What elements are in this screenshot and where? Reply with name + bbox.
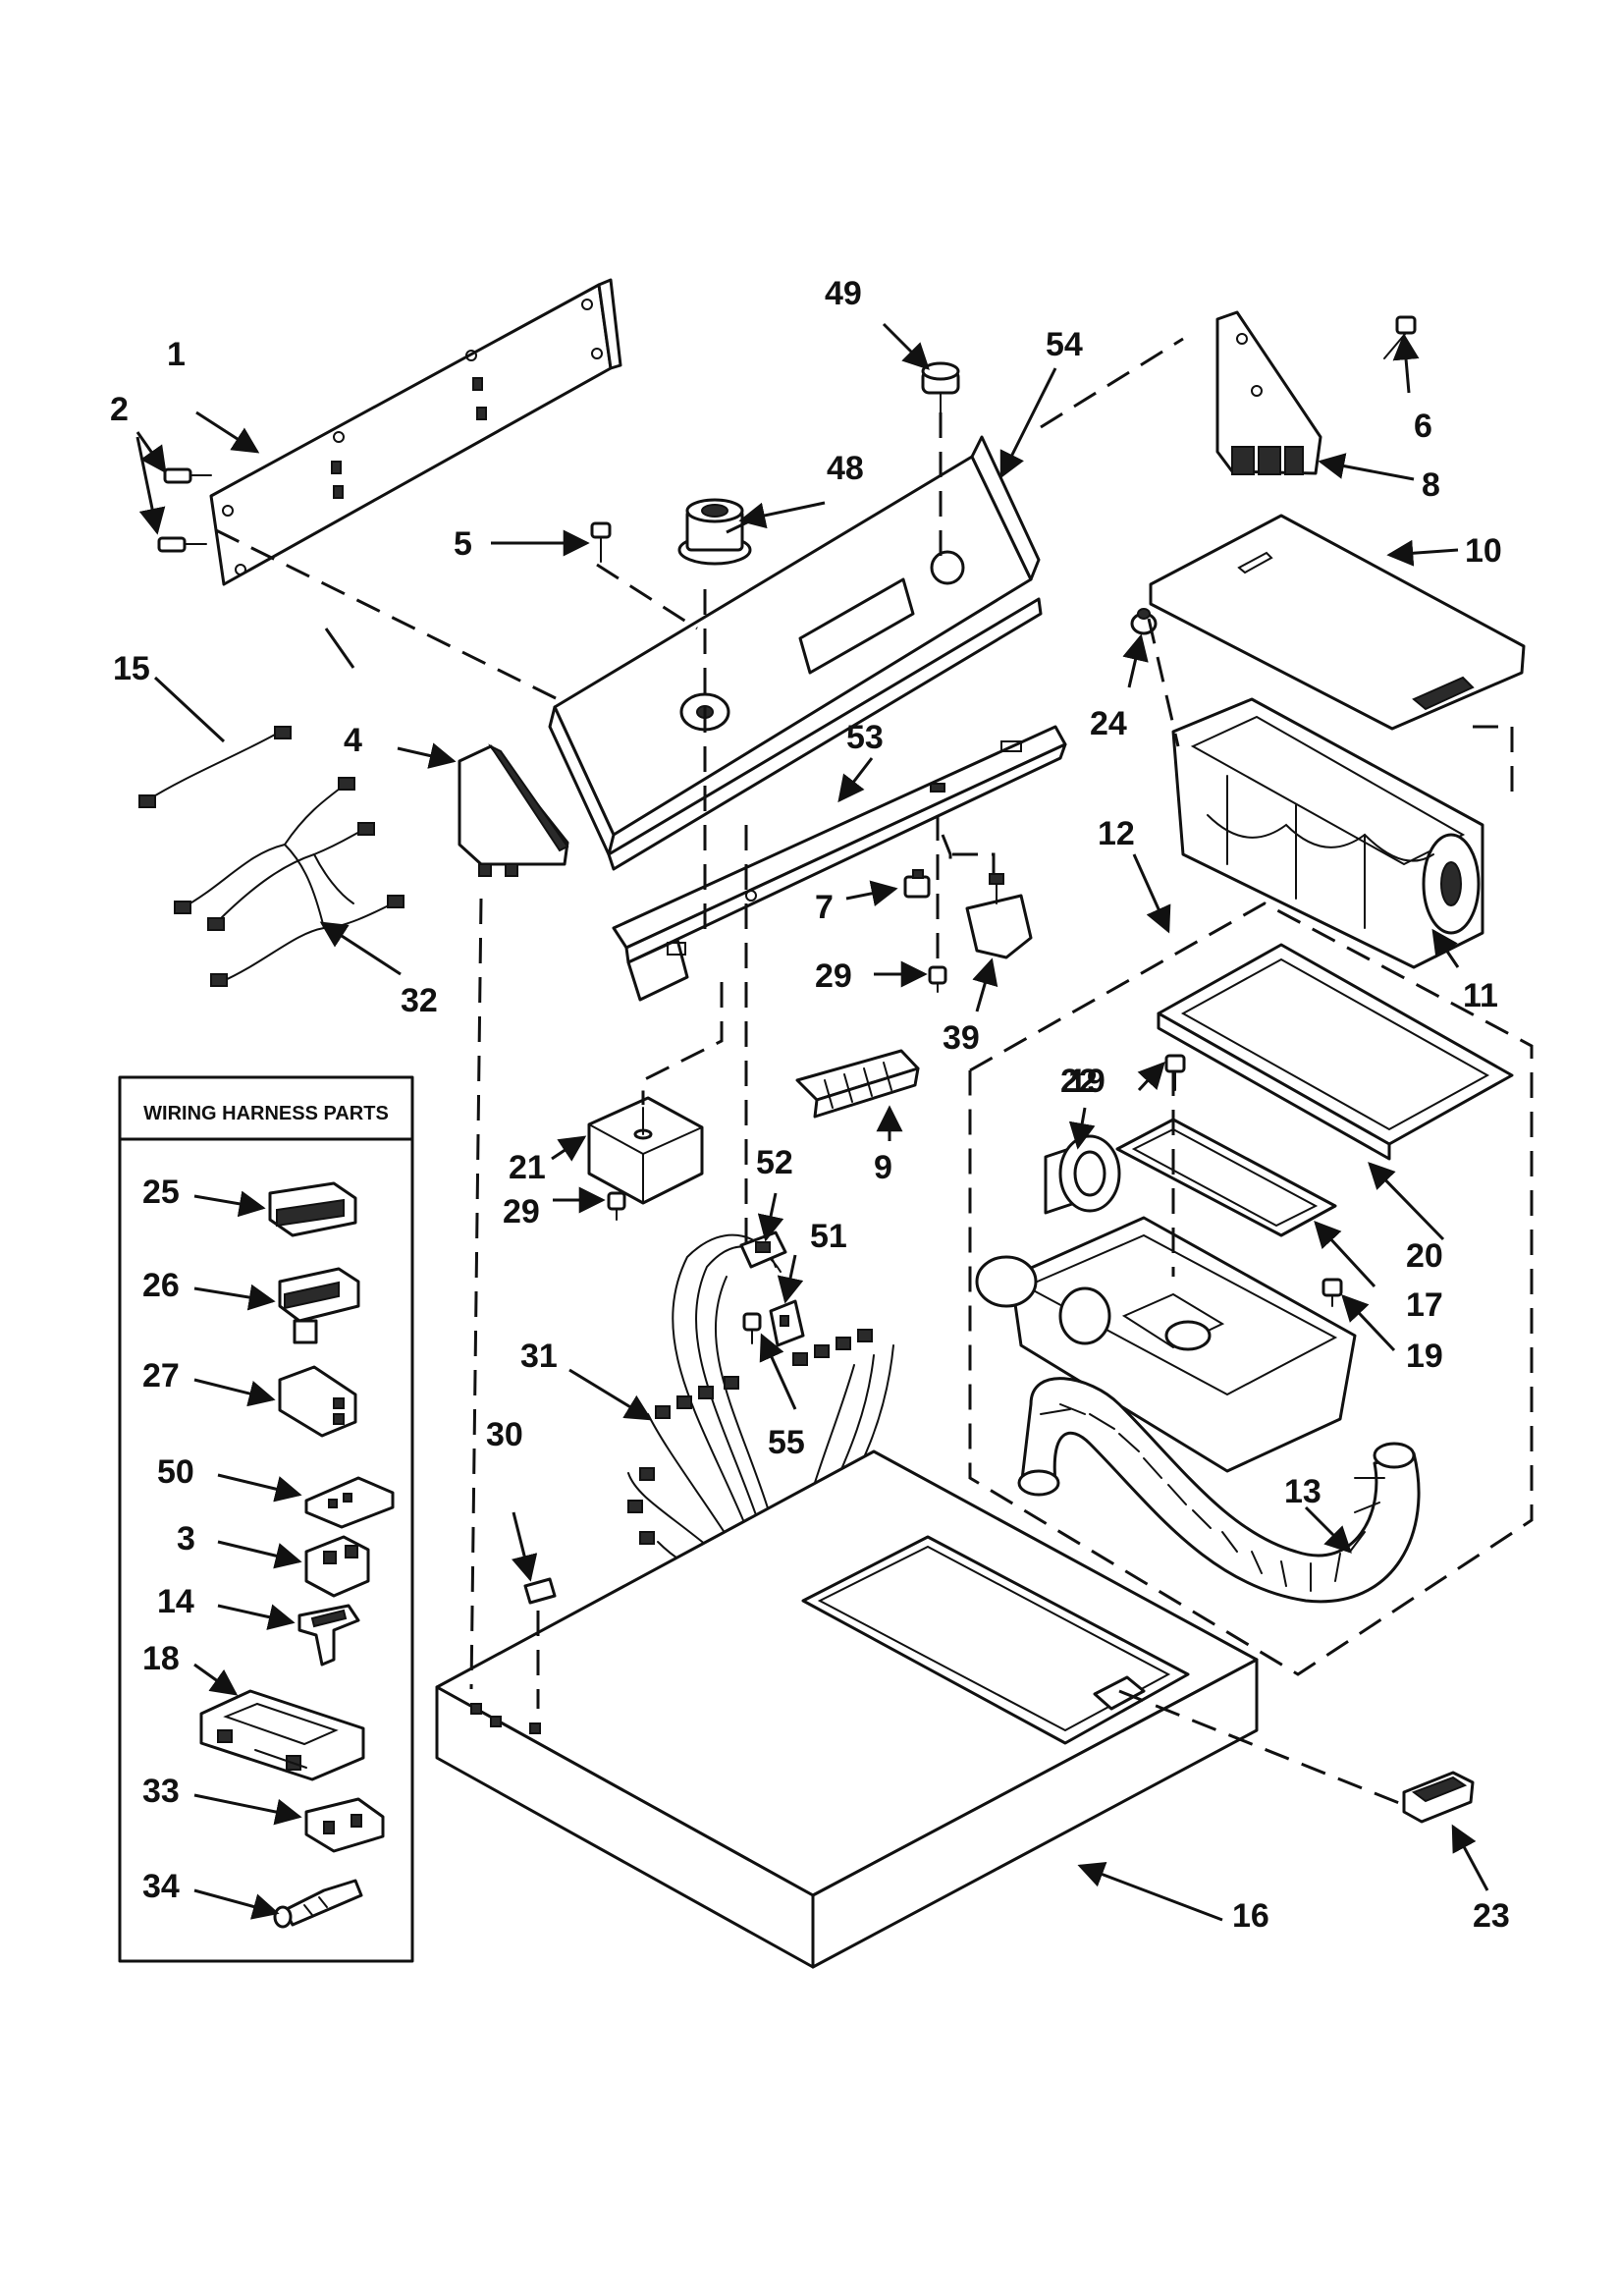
part-25-connector bbox=[268, 1181, 357, 1237]
callout-23: 23 bbox=[1473, 1897, 1510, 1935]
part-2-screws bbox=[157, 467, 212, 553]
callout-11: 11 bbox=[1463, 977, 1498, 1014]
part-5-screw bbox=[590, 521, 612, 563]
callout-16: 16 bbox=[1232, 1897, 1269, 1935]
part-8-end-cap bbox=[1215, 310, 1322, 475]
part-27-connector bbox=[278, 1365, 357, 1438]
callout-29-lower: 29 bbox=[503, 1193, 540, 1230]
callout-19-upper: 19 bbox=[1068, 1063, 1106, 1100]
callout-15: 15 bbox=[113, 650, 150, 687]
part-7-switch bbox=[903, 869, 931, 899]
part-10-filter-cover bbox=[1149, 514, 1526, 731]
callout-32: 32 bbox=[401, 982, 438, 1019]
part-4-end-cap bbox=[458, 743, 569, 877]
part-48-knob bbox=[677, 498, 752, 566]
callout-26: 26 bbox=[142, 1267, 180, 1304]
wiring-harness-parts-box: WIRING HARNESS PARTS bbox=[118, 1075, 414, 1963]
callout-14: 14 bbox=[157, 1583, 194, 1620]
callout-22-visible: 22 bbox=[1060, 1063, 1098, 1100]
callout-34: 34 bbox=[142, 1868, 180, 1905]
part-20-frame bbox=[1157, 943, 1514, 1161]
callout-leaders bbox=[135, 322, 1489, 1922]
callout-25: 25 bbox=[142, 1174, 180, 1211]
callout-48: 48 bbox=[827, 450, 864, 487]
part-30-clip bbox=[523, 1577, 557, 1605]
part-13-hose bbox=[1017, 1377, 1421, 1604]
part-3-connector bbox=[304, 1535, 370, 1598]
callout-20: 20 bbox=[1406, 1237, 1443, 1275]
part-15-wire bbox=[138, 726, 292, 808]
callout-54: 54 bbox=[1046, 326, 1083, 363]
callout-49: 49 bbox=[825, 275, 862, 312]
part-39-relay bbox=[965, 873, 1033, 959]
callout-50: 50 bbox=[157, 1453, 194, 1491]
part-11-filter-housing bbox=[1171, 697, 1484, 969]
part-9-terminal-block bbox=[795, 1049, 920, 1119]
callout-6: 6 bbox=[1414, 408, 1432, 445]
part-33-connector bbox=[304, 1797, 385, 1853]
part-55-screw bbox=[742, 1312, 762, 1344]
callout-21: 21 bbox=[509, 1149, 546, 1186]
callout-27: 27 bbox=[142, 1357, 180, 1394]
part-6-screw bbox=[1383, 315, 1417, 359]
part-16-top-panel bbox=[435, 1449, 1259, 1969]
callout-1: 1 bbox=[167, 336, 186, 373]
callout-4: 4 bbox=[344, 722, 362, 759]
part-22-seal bbox=[1044, 1134, 1121, 1215]
callout-9: 9 bbox=[874, 1149, 892, 1186]
callout-12: 12 bbox=[1098, 815, 1135, 852]
callout-10: 10 bbox=[1465, 532, 1502, 570]
callout-labels: 1 2 5 48 49 54 6 8 10 24 11 12 15 4 53 7… bbox=[110, 275, 1510, 1935]
harness-box-title: WIRING HARNESS PARTS bbox=[143, 1103, 389, 1124]
part-54-console bbox=[548, 435, 1043, 871]
callout-5: 5 bbox=[454, 525, 472, 563]
callout-31: 31 bbox=[520, 1338, 558, 1375]
part-26-connector bbox=[278, 1267, 360, 1344]
callout-24: 24 bbox=[1090, 705, 1127, 742]
callout-55: 55 bbox=[768, 1424, 805, 1461]
callout-39: 39 bbox=[943, 1019, 980, 1057]
callout-30: 30 bbox=[486, 1416, 523, 1453]
part-51-bracket bbox=[769, 1299, 805, 1347]
part-29-screw-upper bbox=[928, 965, 947, 993]
callout-52: 52 bbox=[756, 1144, 793, 1181]
callout-3: 3 bbox=[177, 1520, 195, 1558]
callout-29-upper: 29 bbox=[815, 957, 852, 995]
callout-8: 8 bbox=[1422, 466, 1440, 504]
part-18-connector-block bbox=[199, 1689, 365, 1781]
part-12-group-outline bbox=[968, 902, 1534, 1676]
part-53-control-bracket bbox=[612, 725, 1067, 1002]
part-14-clip bbox=[297, 1604, 360, 1667]
part-1-rear-bracket bbox=[209, 278, 622, 586]
part-21-timer bbox=[587, 1096, 704, 1205]
callout-51: 51 bbox=[810, 1218, 847, 1255]
assembly-lines bbox=[215, 337, 1514, 1809]
callout-17: 17 bbox=[1406, 1286, 1443, 1324]
callout-18: 18 bbox=[142, 1640, 180, 1677]
callout-7: 7 bbox=[815, 889, 834, 926]
part-29-screw-lower bbox=[607, 1191, 626, 1221]
callout-2: 2 bbox=[110, 391, 129, 428]
part-19-screw-lower bbox=[1321, 1278, 1343, 1307]
callout-13: 13 bbox=[1284, 1473, 1321, 1510]
callout-53: 53 bbox=[846, 719, 884, 756]
part-19-screw-upper bbox=[1164, 1054, 1186, 1091]
callout-19-lower: 19 bbox=[1406, 1338, 1443, 1375]
part-49-knob bbox=[921, 361, 960, 413]
part-50-connector bbox=[304, 1476, 395, 1529]
part-17-gasket bbox=[1115, 1118, 1337, 1237]
callout-33: 33 bbox=[142, 1773, 180, 1810]
part-23-button bbox=[1402, 1771, 1475, 1824]
part-lint-duct bbox=[975, 1216, 1357, 1473]
